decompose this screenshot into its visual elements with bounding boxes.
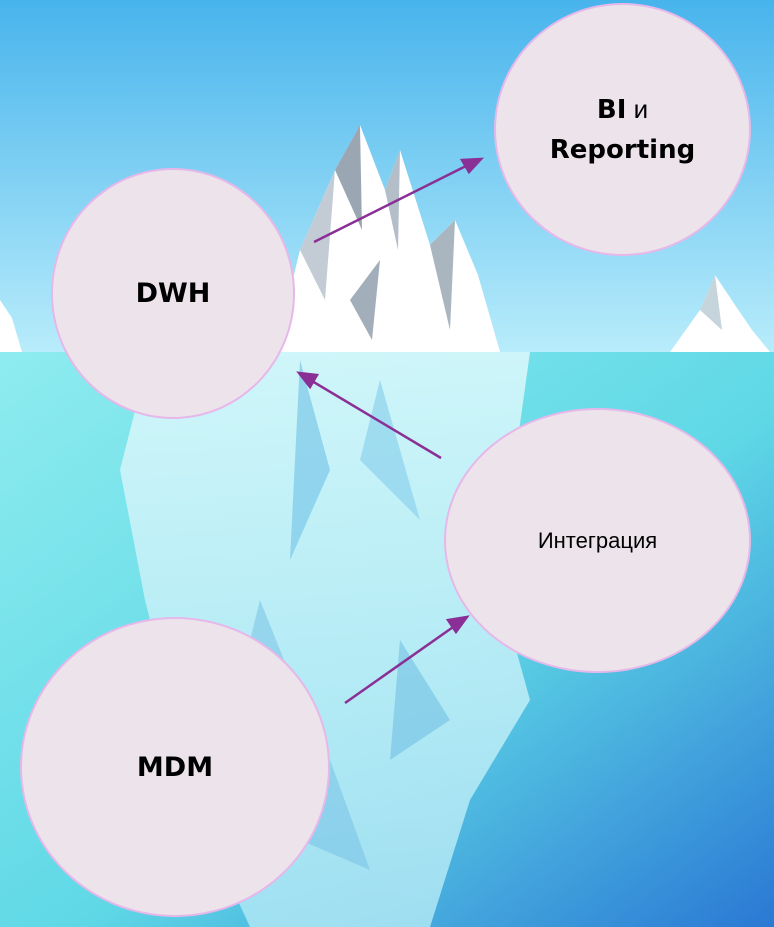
bi-line-1: BI и xyxy=(597,89,648,130)
right-small-iceberg xyxy=(670,275,770,352)
node-dwh: DWH xyxy=(51,168,295,419)
arrows xyxy=(296,157,485,705)
mdm-label: MDM xyxy=(136,751,214,783)
integration-label: Интеграция xyxy=(537,527,658,553)
arrow-dwh-to-bi xyxy=(313,163,469,244)
and-label: и xyxy=(626,93,649,124)
bi-label: BI xyxy=(596,94,627,125)
arrow-integration-to-dwh xyxy=(311,379,442,460)
left-small-iceberg xyxy=(0,300,22,352)
dwh-label: DWH xyxy=(135,278,211,309)
node-bi-reporting: BI и Reporting xyxy=(494,3,751,256)
node-integration: Интеграция xyxy=(444,408,751,673)
arrow-mdm-to-integration xyxy=(344,623,457,705)
reporting-label: Reporting xyxy=(549,135,696,165)
node-mdm: MDM xyxy=(20,617,330,917)
